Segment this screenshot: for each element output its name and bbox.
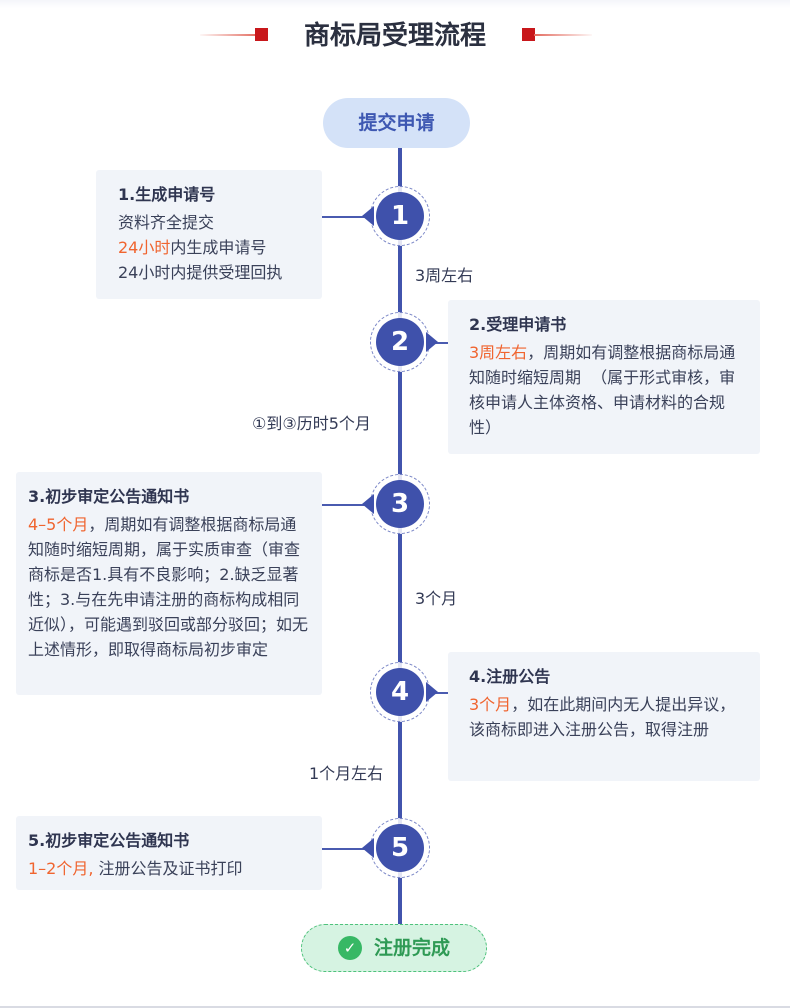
step-title: 4.注册公告	[469, 667, 551, 686]
duration-label: 3周左右	[415, 266, 474, 285]
duration-label: ①到③历时5个月	[252, 414, 371, 433]
connector-step-1	[322, 216, 372, 218]
step-body: 4–5个月，周期如有调整根据商标局通知随时缩短周期，属于实质审查（审查商标是否1…	[28, 512, 312, 662]
connector-step-5	[322, 848, 372, 850]
step-line: 24小时内生成申请号	[118, 235, 322, 260]
end-label: 注册完成	[374, 937, 451, 959]
node-pointer-left	[362, 494, 374, 514]
duration-label: 1个月左右	[309, 764, 384, 783]
bottom-divider	[0, 1006, 790, 1008]
step-body-text: 注册公告及证书打印	[93, 859, 243, 878]
step-card-2: 2.受理申请书 3周左右，周期如有调整根据商标局通知随时缩短周期 （属于形式审核…	[448, 300, 760, 454]
connector-step-2	[428, 342, 450, 344]
node-pointer-right	[426, 332, 438, 352]
node-pointer-left	[362, 206, 374, 226]
connector-step-4	[428, 692, 450, 694]
node-number: 3	[376, 480, 424, 528]
node-pointer-left	[362, 838, 374, 858]
node-number: 5	[376, 824, 424, 872]
timeline-line	[398, 140, 402, 930]
step-body-text: ，周期如有调整根据商标局通知随时缩短周期，属于实质审查（审查商标是否1.具有不良…	[28, 515, 309, 659]
step-line: 资料齐全提交	[118, 210, 322, 235]
step-body: 3个月，如在此期间内无人提出异议，该商标即进入注册公告，取得注册	[469, 692, 738, 742]
step-line-text: 24小时内提供受理回执	[118, 263, 283, 282]
end-node-registration-complete: ✓ 注册完成	[301, 924, 487, 972]
node-number: 1	[376, 192, 424, 240]
title-square-right	[522, 28, 535, 41]
start-node-submit-application: 提交申请	[323, 98, 470, 148]
node-pointer-right	[426, 682, 438, 702]
step-highlight: 1–2个月,	[28, 859, 94, 878]
step-highlight: 24小时	[118, 238, 171, 257]
step-highlight: 3个月	[469, 695, 512, 714]
step-card-1: 1.生成申请号 资料齐全提交 24小时内生成申请号 24小时内提供受理回执	[96, 170, 322, 299]
step-title: 1.生成申请号	[118, 185, 216, 204]
step-node-2: 2	[370, 312, 438, 372]
step-line-text: 内生成申请号	[170, 238, 267, 257]
step-line: 24小时内提供受理回执	[118, 260, 322, 285]
title-square-left	[255, 28, 268, 41]
step-highlight: 3周左右	[469, 343, 528, 362]
step-body: 1–2个月, 注册公告及证书打印	[28, 856, 312, 881]
step-node-1: 1	[362, 186, 430, 246]
step-node-4: 4	[370, 662, 438, 722]
step-card-5: 5.初步审定公告通知书 1–2个月, 注册公告及证书打印	[16, 816, 322, 890]
step-title: 5.初步审定公告通知书	[28, 831, 190, 850]
page-title: 商标局受理流程	[303, 21, 486, 51]
step-body-text: ，如在此期间内无人提出异议，该商标即进入注册公告，取得注册	[469, 695, 736, 739]
step-node-3: 3	[362, 474, 430, 534]
step-title: 2.受理申请书	[469, 315, 567, 334]
step-body-text: ，周期如有调整根据商标局通知随时缩短周期 （属于形式审核，审核申请人主体资格、申…	[469, 343, 736, 437]
step-line-text: 资料齐全提交	[118, 213, 215, 232]
title-decoration-right	[534, 34, 592, 36]
check-icon: ✓	[338, 936, 362, 960]
step-highlight: 4–5个月	[28, 515, 89, 534]
step-card-3: 3.初步审定公告通知书 4–5个月，周期如有调整根据商标局通知随时缩短周期，属于…	[16, 472, 322, 695]
title-decoration-left	[200, 34, 258, 36]
node-number: 2	[376, 318, 424, 366]
step-title: 3.初步审定公告通知书	[28, 487, 190, 506]
step-node-5: 5	[362, 818, 430, 878]
node-number: 4	[376, 668, 424, 716]
top-shadow	[0, 0, 790, 8]
connector-step-3	[322, 504, 372, 506]
step-body: 3周左右，周期如有调整根据商标局通知随时缩短周期 （属于形式审核，审核申请人主体…	[469, 340, 738, 440]
duration-label: 3个月	[415, 589, 458, 608]
step-card-4: 4.注册公告 3个月，如在此期间内无人提出异议，该商标即进入注册公告，取得注册	[448, 652, 760, 781]
